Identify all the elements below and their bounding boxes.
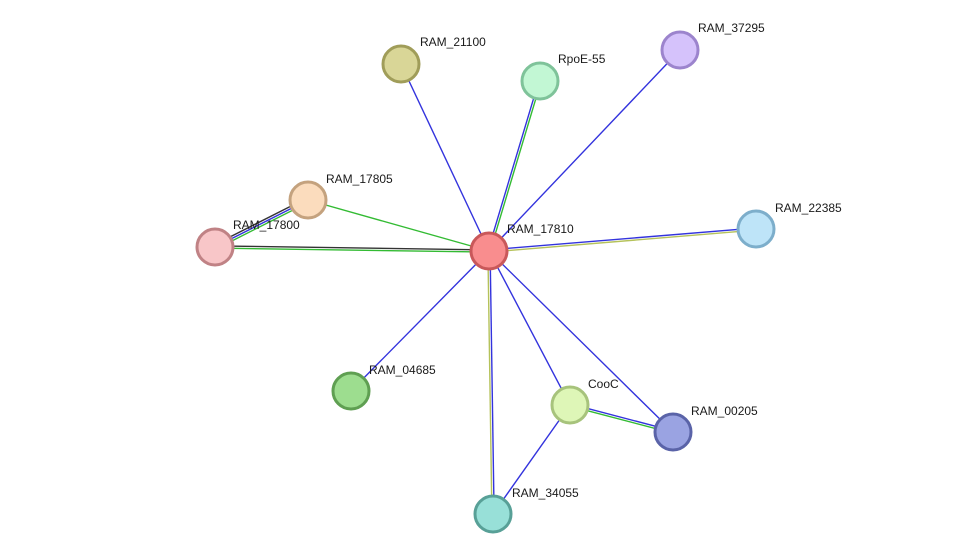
- node-circle[interactable]: [331, 371, 371, 411]
- node-label: CooC: [588, 377, 619, 391]
- edge-RAM_17810-RAM_00205: [488, 250, 674, 433]
- node-label: RAM_04685: [369, 363, 436, 377]
- edges-layer: [213, 49, 757, 515]
- node-label: RAM_22385: [775, 201, 842, 215]
- node-RpoE-55[interactable]: RpoE-55: [520, 52, 606, 101]
- edge-RAM_17810-RAM_17805: [307, 199, 490, 252]
- node-RAM_17805[interactable]: RAM_17805: [288, 172, 393, 220]
- edge-RAM_17810-RpoE-55: [489, 81, 542, 252]
- edge-RAM_17810-CooC: [488, 250, 571, 406]
- node-circle[interactable]: [381, 44, 421, 84]
- node-label: RpoE-55: [558, 52, 606, 66]
- node-RAM_37295[interactable]: RAM_37295: [660, 21, 765, 70]
- node-label: RAM_17810: [507, 222, 574, 236]
- edge-RAM_17810-RAM_34055: [489, 250, 495, 514]
- edge-RAM_17810-RAM_22385: [489, 229, 757, 253]
- edge-CooC-RAM_34055: [492, 404, 571, 515]
- edge-RAM_17810-RpoE-55: [487, 80, 540, 251]
- node-label: RAM_17800: [233, 218, 300, 232]
- node-circle[interactable]: [473, 494, 513, 534]
- edge-RAM_17810-RAM_22385: [488, 227, 756, 251]
- node-RAM_17800[interactable]: RAM_17800: [195, 218, 300, 267]
- node-label: RAM_17805: [326, 172, 393, 186]
- node-RAM_04685[interactable]: RAM_04685: [331, 363, 436, 411]
- node-label: RAM_37295: [698, 21, 765, 35]
- node-CooC[interactable]: CooC: [550, 377, 619, 425]
- edge-RAM_17810-RAM_37295: [488, 49, 681, 252]
- node-RAM_34055[interactable]: RAM_34055: [473, 486, 579, 534]
- node-circle[interactable]: [736, 209, 776, 249]
- edge-RAM_17810-RAM_17800: [215, 245, 490, 251]
- node-RAM_21100[interactable]: RAM_21100: [381, 35, 486, 84]
- node-RAM_00205[interactable]: RAM_00205: [653, 404, 758, 452]
- edge-RAM_17810-RAM_34055: [487, 251, 493, 515]
- edge-RAM_17810-RAM_21100: [400, 63, 490, 252]
- node-circle[interactable]: [520, 61, 560, 101]
- edge-RAM_17810-RAM_17800: [214, 247, 489, 253]
- node-label: RAM_00205: [691, 404, 758, 418]
- node-label: RAM_34055: [512, 486, 579, 500]
- node-RAM_17810[interactable]: RAM_17810: [469, 222, 574, 271]
- node-circle[interactable]: [653, 412, 693, 452]
- node-RAM_22385[interactable]: RAM_22385: [736, 201, 842, 249]
- node-circle[interactable]: [195, 227, 235, 267]
- node-circle[interactable]: [288, 180, 328, 220]
- edge-RAM_17810-RAM_04685: [350, 250, 490, 392]
- node-circle[interactable]: [469, 231, 509, 271]
- node-label: RAM_21100: [420, 35, 486, 49]
- node-circle[interactable]: [660, 30, 700, 70]
- node-circle[interactable]: [550, 385, 590, 425]
